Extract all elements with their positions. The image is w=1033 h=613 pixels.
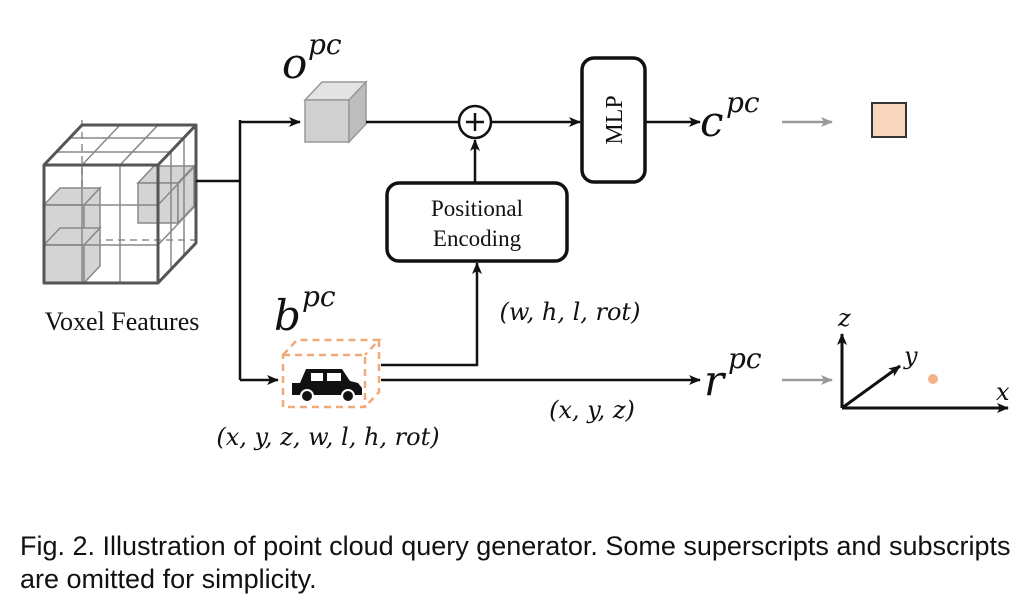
r-pc-label: r pc: [704, 342, 762, 405]
voxel-features-label: Voxel Features: [45, 307, 200, 336]
svg-text:pc: pc: [302, 280, 336, 313]
content-query-square: [871, 102, 907, 138]
o-pc-label: o pc: [282, 28, 342, 88]
positional-encoding-line1: Positional: [431, 196, 523, 221]
svg-text:c: c: [700, 97, 724, 146]
svg-text:pc: pc: [728, 342, 762, 375]
svg-text:pc: pc: [726, 86, 760, 119]
query-generator-diagram: Voxel Features o pc MLP c pc Positional …: [42, 28, 1010, 451]
whlrot-label: (w, h, l, rot): [500, 298, 641, 326]
plus-node: [457, 104, 493, 140]
svg-text:r: r: [704, 356, 727, 405]
positional-encoding-line2: Encoding: [433, 226, 522, 251]
axis-z-label: z: [837, 304, 851, 332]
xyz-label: (x, y, z): [549, 396, 635, 424]
c-pc-label: c pc: [700, 86, 760, 146]
axis-x-label: x: [996, 378, 1010, 406]
coordinate-axes: [837, 333, 1009, 413]
reference-point-dot: [928, 374, 938, 384]
svg-text:b: b: [274, 291, 301, 340]
car-icon: [292, 369, 362, 403]
box-params-label: (x, y, z, w, l, h, rot): [216, 423, 439, 451]
positional-encoding-box: [385, 181, 569, 263]
mlp-label: MLP: [602, 95, 628, 144]
svg-text:o: o: [282, 39, 307, 88]
box-to-pe-arrow: [381, 262, 482, 367]
axis-y-label: y: [903, 342, 918, 370]
svg-text:pc: pc: [308, 28, 342, 61]
figure-caption: Fig. 2. Illustration of point cloud quer…: [20, 531, 1011, 594]
object-query-cube: [303, 80, 368, 144]
voxel-features-cube: [42, 120, 198, 285]
bounding-box-3d: [281, 338, 382, 409]
voxel-connector: [196, 117, 301, 385]
b-pc-label: b pc: [274, 280, 336, 340]
mlp-box: [580, 56, 647, 184]
